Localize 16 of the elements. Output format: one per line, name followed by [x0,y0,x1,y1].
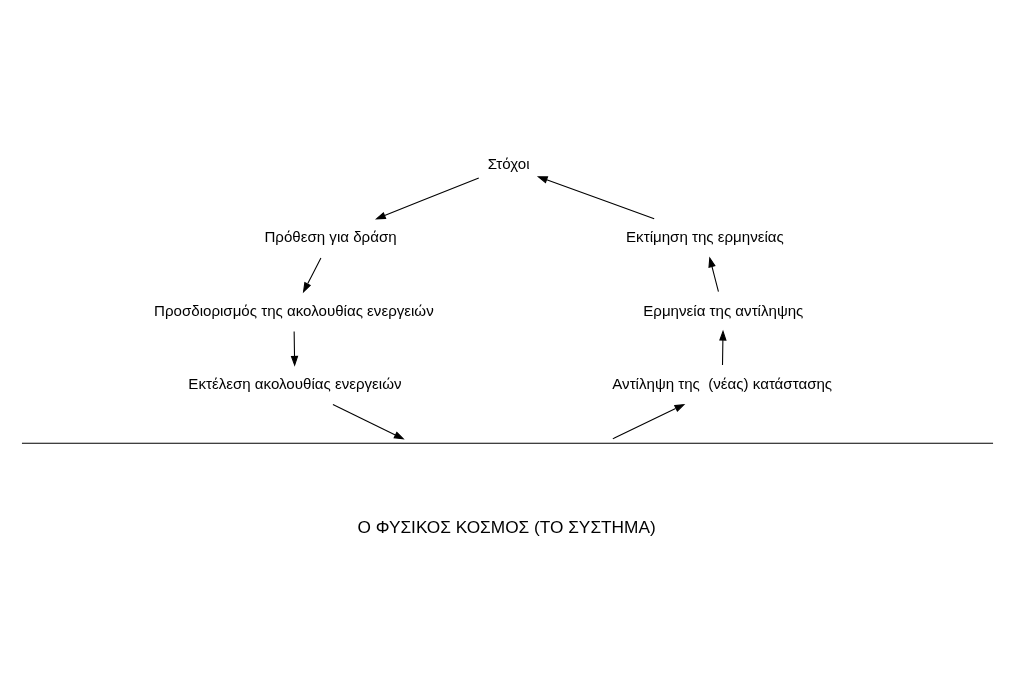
arrow [331,403,405,440]
node-text: Εκτέλεση ακολουθίας ενεργειών [187,374,402,392]
arrow [718,329,727,366]
arrow [374,176,479,219]
node-text: Προσδιορισμός της ακολουθίας ενεργειών [153,301,434,319]
arrow [290,330,298,367]
node-text: Ο ΦΥΣΙΚΟΣ ΚΟΣΜΟΣ (ΤΟ ΣΥΣΤΗΜΑ) [357,516,656,537]
arrow [611,403,685,439]
arrow [707,255,719,292]
node-text: Στόχοι [487,154,529,172]
node-text: Εκτίμηση της ερμηνείας [625,227,784,245]
node-text: Ερμηνεία της αντίληψης [642,301,803,319]
arrow [302,257,321,293]
node-text: Αντίληψη της (νέας) κατάστασης [611,374,832,392]
arrow [536,175,655,219]
node-text: Πρόθεση για δράση [263,227,397,245]
